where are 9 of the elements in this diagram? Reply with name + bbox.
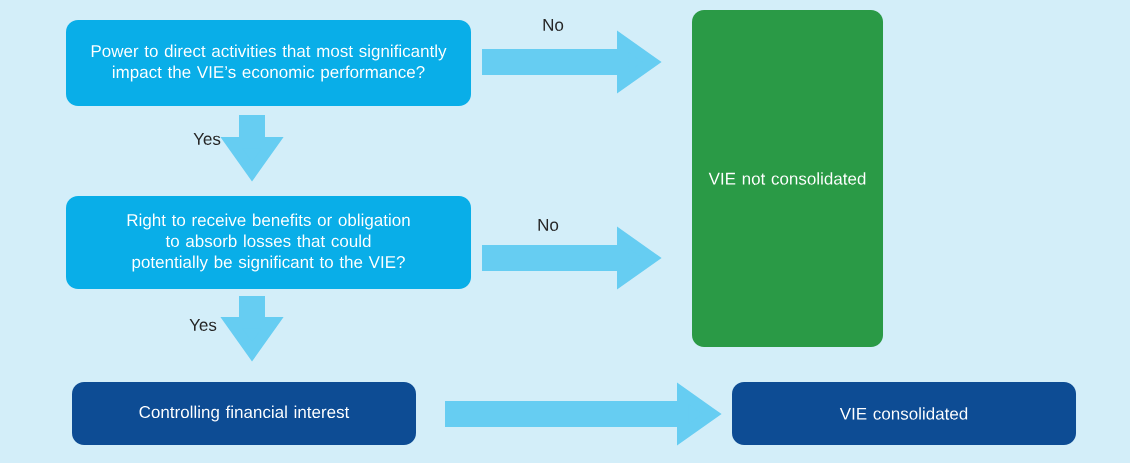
edge-label: No: [543, 19, 564, 31]
result-box: VIE consolidated: [732, 382, 1076, 445]
question-box: Right to receive benefits or obligation to absorb losses that could potentially be significant to the VIE?: [66, 196, 471, 289]
result-box: VIE not consolidated: [692, 10, 883, 347]
question-box: Power to direct activities that most significantly impact the VIE’s economic performance?: [66, 20, 471, 106]
edge-label: No: [538, 219, 559, 231]
result-box: Controlling financial interest: [72, 382, 416, 445]
edge-label: Yes: [193, 133, 221, 145]
edge-label: Yes: [189, 319, 217, 331]
